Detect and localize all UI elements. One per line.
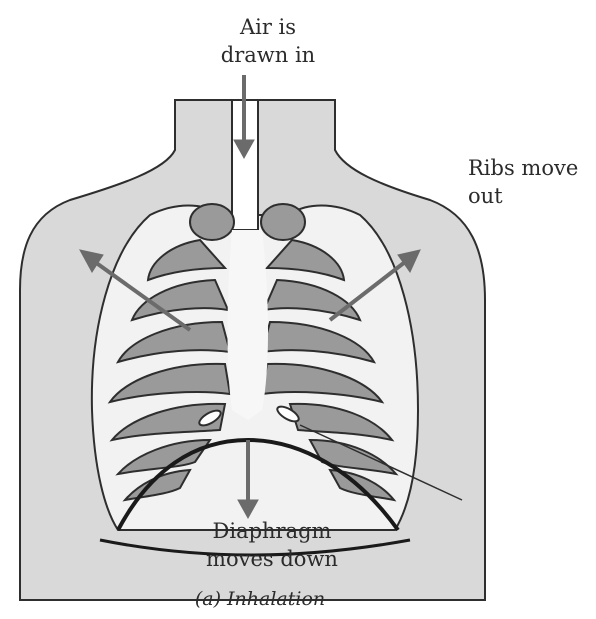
- air-label-line1: Air is: [240, 14, 296, 40]
- ribs-label-line1: Ribs move: [468, 155, 578, 181]
- diaphragm-label-line2: moves down: [206, 546, 338, 572]
- air-label-line2: drawn in: [221, 42, 315, 68]
- figure-caption: (a) Inhalation: [195, 586, 325, 612]
- diaphragm-label-line1: Diaphragm: [213, 518, 332, 544]
- left-lung-top: [190, 204, 234, 240]
- sternum: [228, 230, 269, 420]
- right-lung-top: [261, 204, 305, 240]
- ribs-label-line2: out: [468, 183, 503, 209]
